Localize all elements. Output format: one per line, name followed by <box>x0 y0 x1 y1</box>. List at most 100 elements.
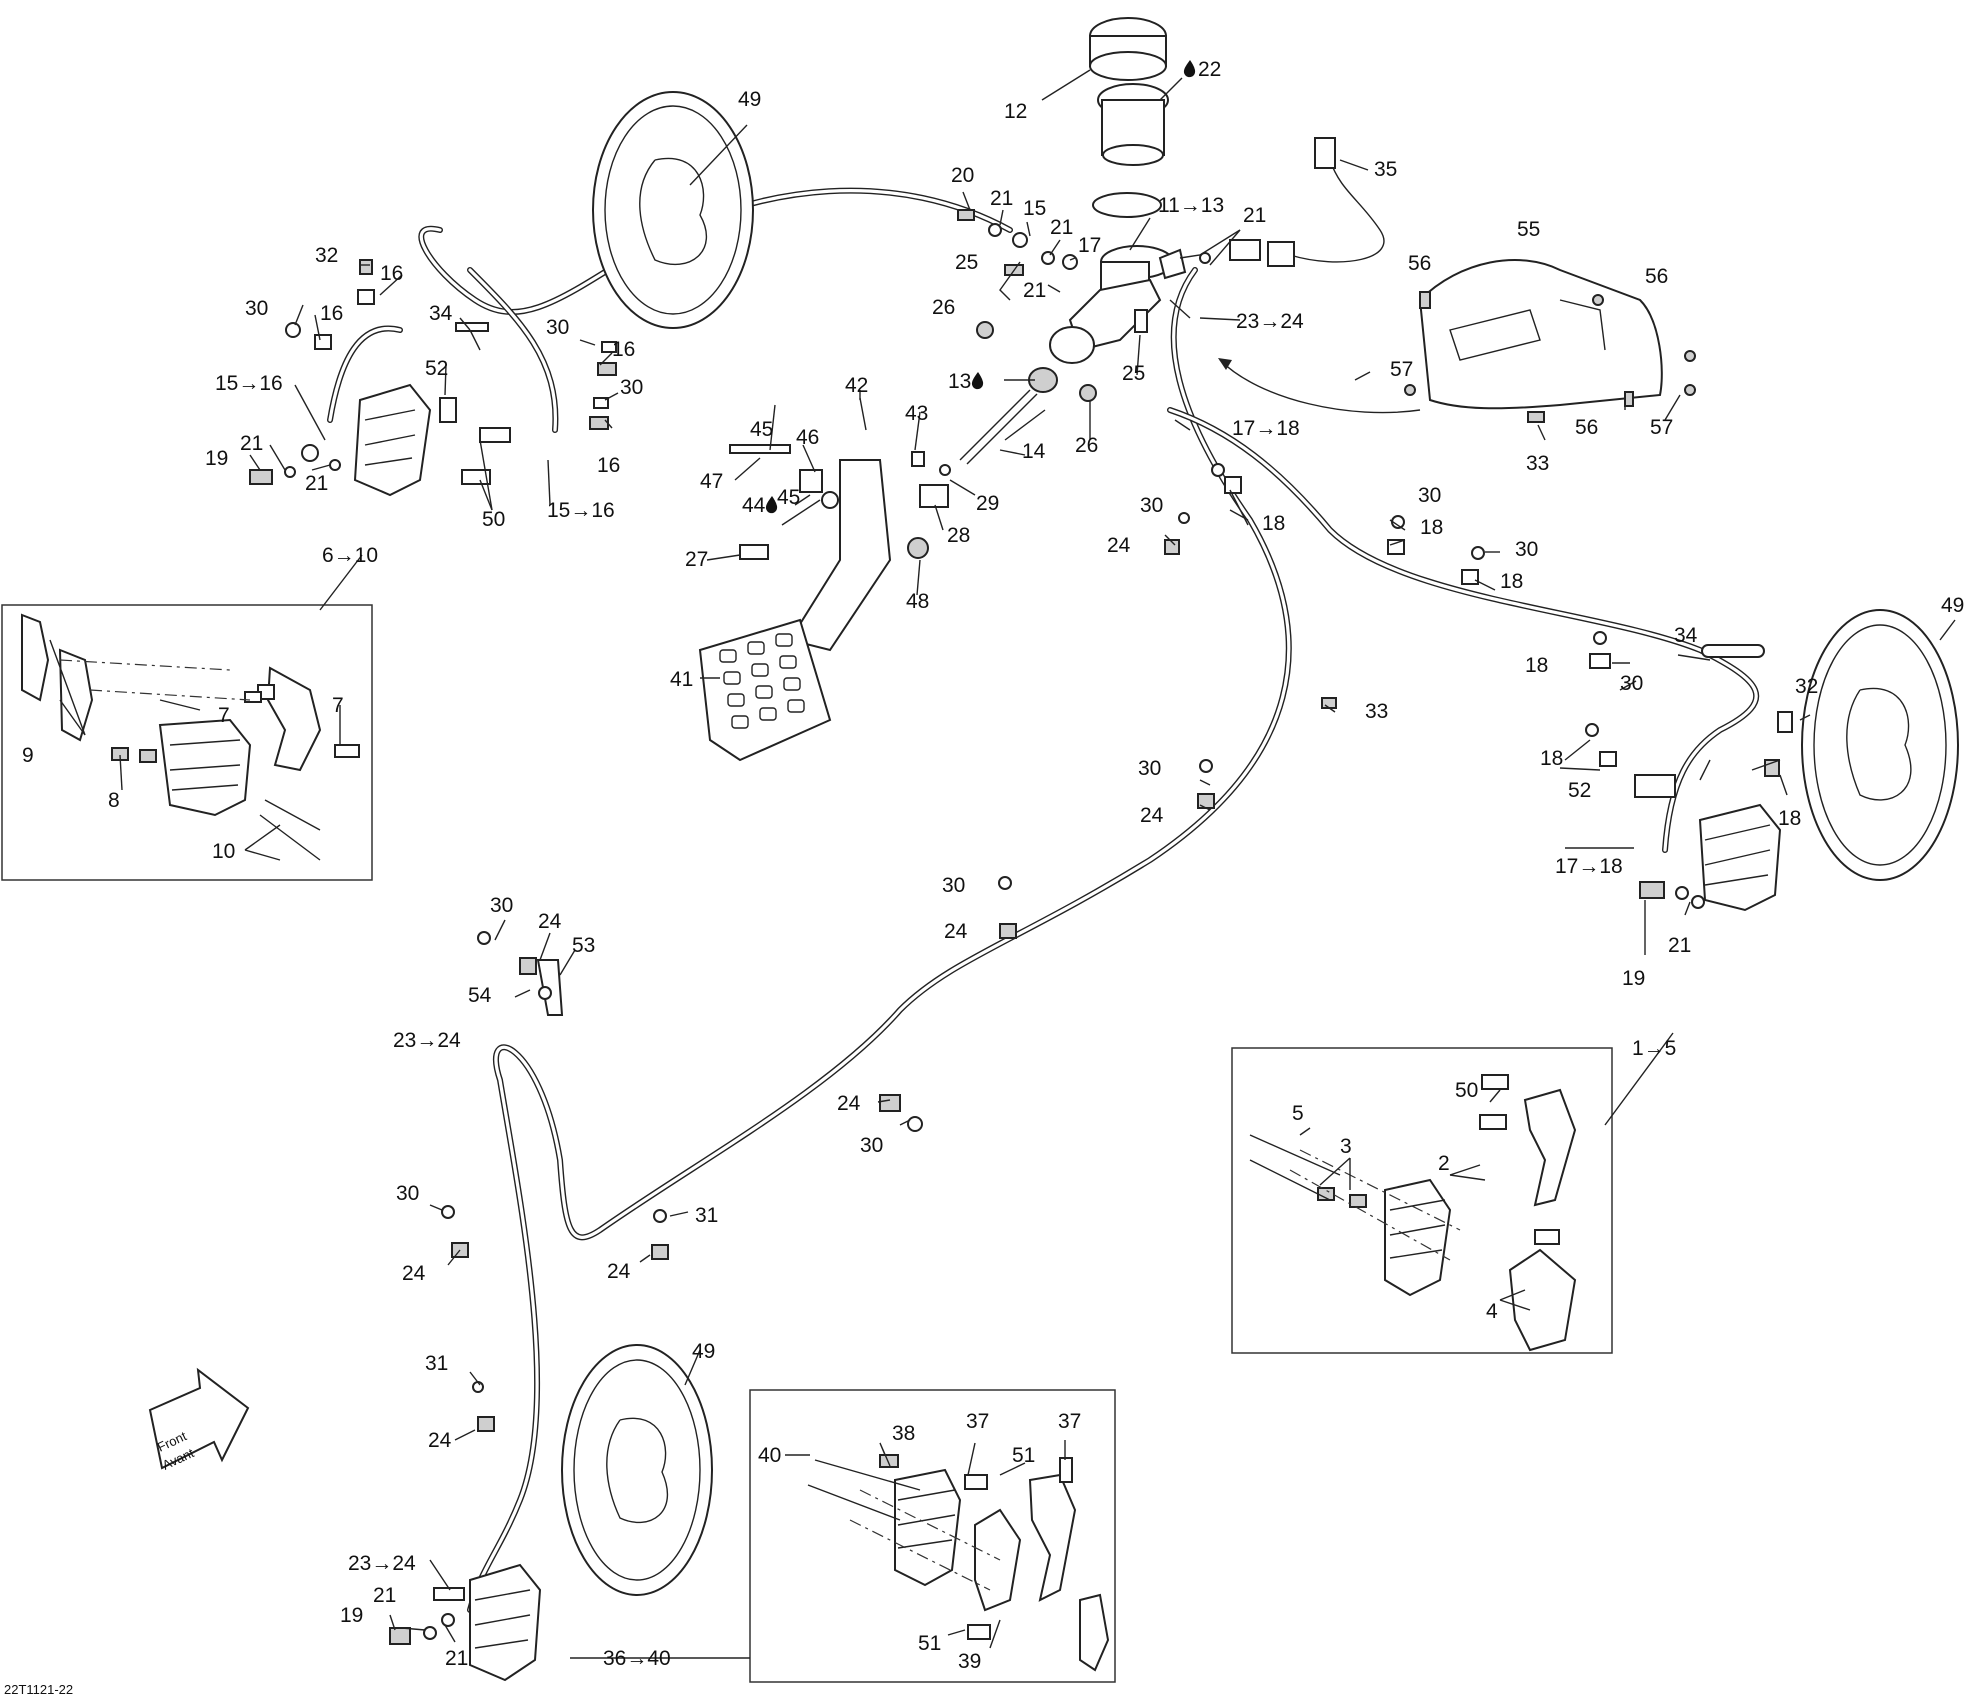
callout-30: 30 <box>1620 672 1643 695</box>
callout-25: 25 <box>955 251 978 274</box>
callout-52: 52 <box>425 357 448 380</box>
callout-45: 45 <box>777 486 800 509</box>
callout-30: 30 <box>860 1134 883 1157</box>
callout-51: 51 <box>1012 1444 1035 1467</box>
callout-37: 37 <box>1058 1410 1081 1433</box>
callout-2: 2 <box>1438 1152 1450 1175</box>
callout-13: 13 <box>948 370 971 393</box>
callout-21: 21 <box>1023 279 1046 302</box>
callout-38: 38 <box>892 1422 915 1445</box>
callout-21: 21 <box>305 472 328 495</box>
master-cylinder-fittings <box>957 209 1211 402</box>
callout-34: 34 <box>1674 624 1698 647</box>
callout-48: 48 <box>906 590 929 613</box>
callout-33: 33 <box>1365 700 1388 723</box>
brake-lines <box>327 159 1760 1613</box>
callout-30: 30 <box>942 874 965 897</box>
fluid-drop-icon <box>971 372 984 390</box>
callout-20: 20 <box>951 164 974 187</box>
callout-19: 19 <box>1622 967 1645 990</box>
callout-57: 57 <box>1650 416 1673 439</box>
callout-25: 25 <box>1122 362 1145 385</box>
callout-57: 57 <box>1390 358 1413 381</box>
callout-15-16: 15→16 <box>547 499 615 522</box>
callout-16: 16 <box>597 454 620 477</box>
drawing-code: 22T1121-22 <box>4 1682 73 1697</box>
callout-46: 46 <box>796 426 819 449</box>
callout-18: 18 <box>1540 747 1563 770</box>
callout-15: 15 <box>1023 197 1046 220</box>
callout-31: 31 <box>425 1352 448 1375</box>
callout-40: 40 <box>758 1444 781 1467</box>
callout-44: 44 <box>742 494 766 517</box>
right-caliper <box>1211 463 1793 912</box>
callout-30: 30 <box>620 376 643 399</box>
callout-18: 18 <box>1420 516 1443 539</box>
callout-11-13: 11→13 <box>1158 194 1224 217</box>
callout-21: 21 <box>1243 204 1266 227</box>
callout-56: 56 <box>1645 265 1668 288</box>
callout-26: 26 <box>932 296 955 319</box>
callout-42: 42 <box>845 374 868 397</box>
callout-23-24: 23→24 <box>348 1552 416 1575</box>
callout-50: 50 <box>482 508 505 531</box>
front-direction-arrow: Front Avant <box>148 1367 250 1473</box>
callout-54: 54 <box>468 984 492 1007</box>
callout-28: 28 <box>947 524 970 547</box>
callout-55: 55 <box>1517 218 1540 241</box>
callout-24: 24 <box>1107 534 1131 557</box>
callout-17-18: 17→18 <box>1555 855 1623 878</box>
callout-3: 3 <box>1340 1135 1352 1158</box>
callout-24: 24 <box>428 1429 452 1452</box>
callout-24: 24 <box>944 920 968 943</box>
callout-30: 30 <box>245 297 268 320</box>
callout-17: 17 <box>1078 234 1101 257</box>
master-cylinder-assembly <box>959 17 1336 465</box>
callout-4: 4 <box>1486 1300 1498 1323</box>
fluid-drop-icon <box>1183 60 1196 78</box>
heat-shield <box>1404 259 1696 423</box>
callout-18: 18 <box>1262 512 1285 535</box>
callout-56: 56 <box>1575 416 1598 439</box>
callout-labels: 12 22 49 35 20 21 15 21 17 11→13 21 55 5… <box>22 58 1964 1673</box>
callout-24: 24 <box>607 1260 631 1283</box>
callout-1-5: 1→5 <box>1632 1037 1676 1060</box>
fluid-drop-icon <box>765 496 778 514</box>
callout-18: 18 <box>1500 570 1523 593</box>
callout-41: 41 <box>670 668 693 691</box>
callout-23-24: 23→24 <box>1236 310 1304 333</box>
callout-39: 39 <box>958 1650 981 1673</box>
callout-9: 9 <box>22 744 34 767</box>
callout-27: 27 <box>685 548 708 571</box>
callout-30: 30 <box>1140 494 1163 517</box>
callout-30: 30 <box>1418 484 1441 507</box>
callout-16: 16 <box>320 302 343 325</box>
callout-52: 52 <box>1568 779 1591 802</box>
callout-21: 21 <box>990 187 1013 210</box>
callout-18: 18 <box>1778 807 1801 830</box>
callout-22: 22 <box>1198 58 1221 81</box>
callout-16: 16 <box>380 262 403 285</box>
callout-19: 19 <box>205 447 228 470</box>
callout-29: 29 <box>976 492 999 515</box>
callout-47: 47 <box>700 470 723 493</box>
callout-30: 30 <box>546 316 569 339</box>
callout-45: 45 <box>750 418 773 441</box>
callout-7: 7 <box>332 694 344 717</box>
callout-17-18: 17→18 <box>1232 417 1300 440</box>
leader-lines <box>49 69 1956 1659</box>
callout-23-24: 23→24 <box>393 1029 461 1052</box>
callout-49: 49 <box>738 88 761 111</box>
brake-disc-top-left <box>592 91 754 329</box>
inset-left-caliper-detail <box>1 604 373 881</box>
callout-56: 56 <box>1408 252 1431 275</box>
callout-7: 7 <box>218 704 230 727</box>
inset-bottom-caliper-detail <box>749 1389 1116 1683</box>
callout-43: 43 <box>905 402 928 425</box>
callout-21: 21 <box>373 1584 396 1607</box>
callout-26: 26 <box>1075 434 1098 457</box>
callout-21: 21 <box>240 432 263 455</box>
callout-14: 14 <box>1022 440 1046 463</box>
callout-21: 21 <box>1050 216 1073 239</box>
callout-12: 12 <box>1004 100 1027 123</box>
